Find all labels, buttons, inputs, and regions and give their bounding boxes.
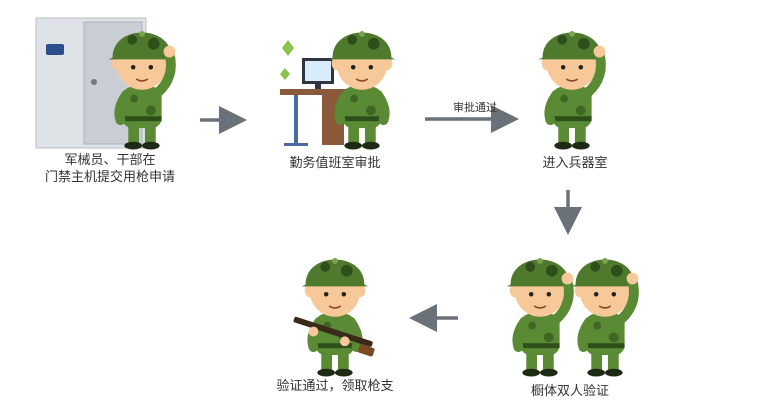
arrow-label-approved: 审批通过: [453, 101, 497, 114]
step-caption-5: 验证通过，领取枪支: [276, 379, 394, 394]
soldier-icon-4b: [571, 257, 639, 377]
soldier-icon-4a: [506, 257, 574, 377]
soldier-icon-1: [108, 30, 176, 150]
soldier-icon-5: [293, 257, 375, 377]
rifle-icon: [293, 316, 375, 357]
step-caption-2: 勤务值班室审批: [289, 156, 381, 171]
soldier-icon-3: [538, 30, 606, 150]
soldier-icon-2: [328, 30, 396, 150]
step-caption-3: 进入兵器室: [542, 156, 608, 171]
step-caption-1: 军械员、干部在 门禁主机提交用枪申请: [44, 153, 175, 185]
step-caption-4: 橱体双人验证: [530, 384, 609, 399]
